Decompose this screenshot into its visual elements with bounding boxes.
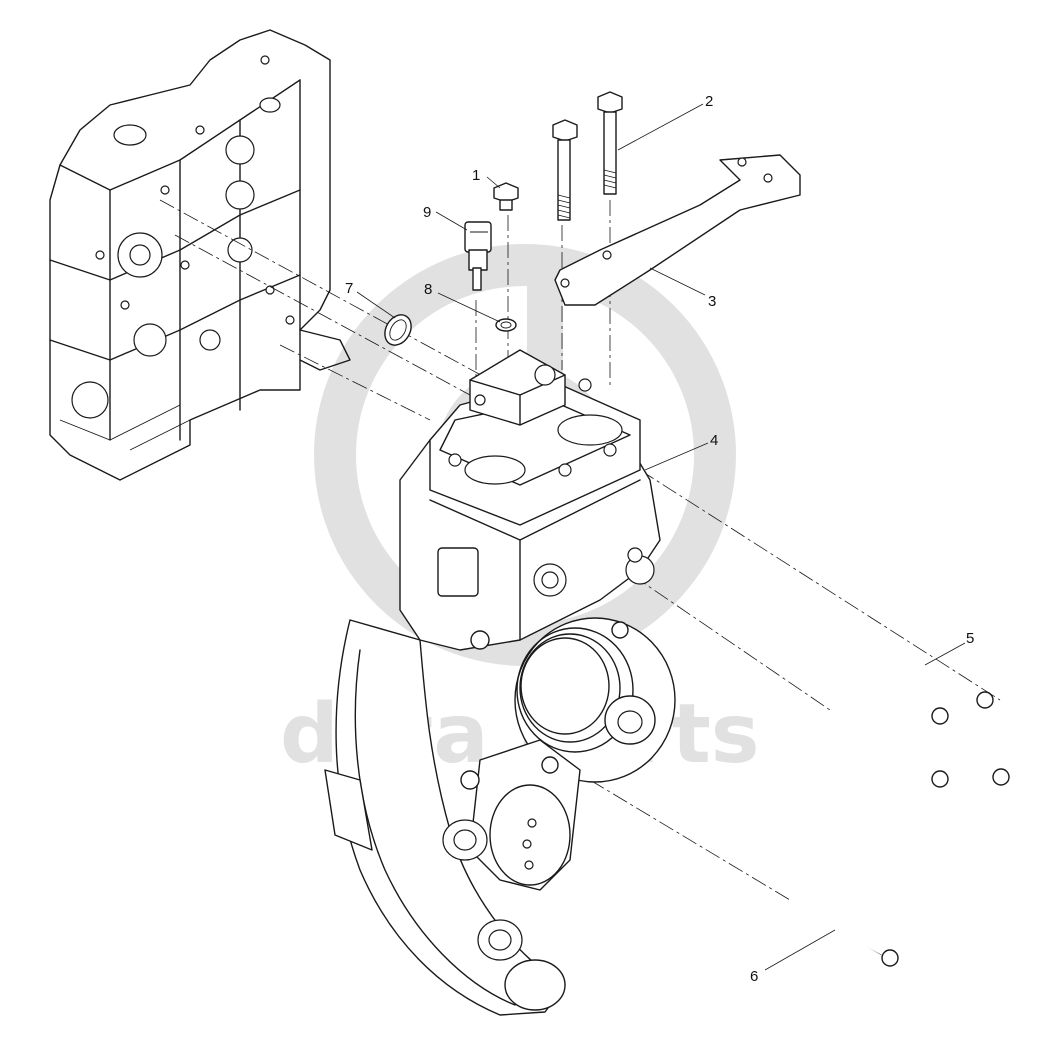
callout-9: 9 [423,204,431,221]
water-pump-housing [324,349,676,1016]
o-ring-inner [389,319,407,341]
callout-4: 4 [710,432,718,449]
bracket [554,154,801,306]
bolts-part-2 [552,91,623,221]
watermark-logo-ring [314,244,736,666]
callout-1: 1 [472,167,480,184]
bolts-part-5 [831,636,1010,788]
plug [493,182,519,211]
callout-7: 7 [345,280,353,297]
engine-block [49,29,351,481]
o-ring [384,314,412,346]
callout-labels: 1 2 3 4 5 6 7 8 9 [345,93,974,985]
seal-ring [495,318,517,332]
callout-2: 2 [705,93,713,110]
bolt-part-6 [788,898,899,967]
alignment-lines [159,199,1001,961]
callout-6: 6 [750,968,758,985]
callout-3: 3 [708,293,716,310]
callout-5: 5 [966,630,974,647]
seal-ring-inner [500,321,512,329]
callout-8: 8 [424,281,432,298]
sensor [464,221,492,291]
leader-lines [356,103,966,971]
